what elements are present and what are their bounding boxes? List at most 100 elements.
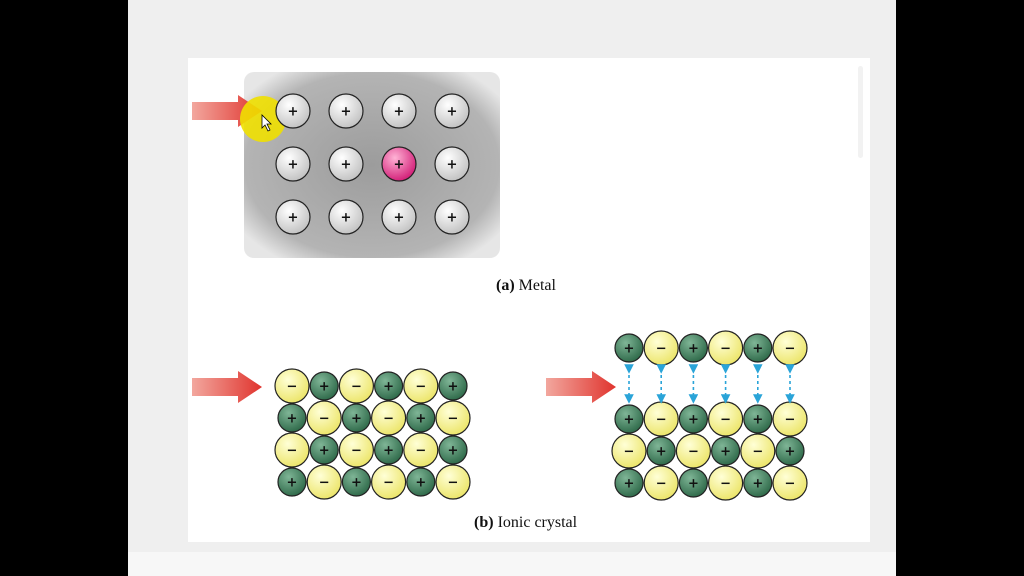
metal-cation: + [435,200,469,234]
anion: − [709,466,743,500]
anion: − [307,465,341,499]
ion-charge-label: − [351,444,362,459]
ion-charge-label: + [415,412,426,427]
ion-charge-label: + [447,211,458,226]
ion-charge-label: − [720,477,731,492]
ion-charge-label: + [394,158,405,173]
metal-cation: + [435,94,469,128]
anion: − [436,401,470,435]
anion: − [644,466,678,500]
ion-charge-label: − [656,413,667,428]
ion-charge-label: + [447,105,458,120]
ion-charge-label: + [752,477,763,492]
caption-metal-text: Metal [519,277,556,294]
cation-shifted: + [615,334,643,362]
ion-charge-label: − [785,413,796,428]
ion-charge-label: − [656,477,667,492]
metal-cation: + [382,200,416,234]
ion-charge-label: + [351,412,362,427]
ion-charge-label: − [319,476,330,491]
ion-charge-label: − [415,444,426,459]
ion-charge-label: + [319,380,330,395]
anion: − [709,402,743,436]
ion-charge-label: + [688,413,699,428]
cation: + [439,436,467,464]
cation: + [744,405,772,433]
ion-charge-label: + [394,105,405,120]
cation: + [278,468,306,496]
ion-charge-label: − [383,412,394,427]
cation: + [375,436,403,464]
metal-cation: + [382,94,416,128]
metal-cation: + [276,200,310,234]
ion-charge-label: − [624,445,635,460]
cation: + [407,404,435,432]
anion: − [404,369,438,403]
cation: + [310,372,338,400]
cation: + [342,468,370,496]
ion-charge-label: + [624,342,635,357]
anion-shifted: − [709,331,743,365]
ion-charge-label: − [448,476,459,491]
ion-charge-label: + [624,413,635,428]
ion-charge-label: + [351,476,362,491]
anion: − [275,369,309,403]
metal-cation: + [329,94,363,128]
anion: − [404,433,438,467]
ion-charge-label: − [752,445,763,460]
cation: + [744,469,772,497]
caption-metal: (a) Metal [496,277,556,295]
anion-shifted: − [773,331,807,365]
anion: − [676,434,710,468]
anion: − [372,465,406,499]
anion: − [339,369,373,403]
anion-shifted: − [644,331,678,365]
anion: − [741,434,775,468]
anion: − [372,401,406,435]
force-arrow-ionic-right [546,371,616,403]
ion-charge-label: + [752,413,763,428]
cation: + [342,404,370,432]
cation: + [647,437,675,465]
ion-charge-label: + [752,342,763,357]
cation: + [776,437,804,465]
cation: + [712,437,740,465]
ion-charge-label: + [447,158,458,173]
metal-cation: + [329,147,363,181]
ion-charge-label: − [287,444,298,459]
ion-charge-label: + [288,211,299,226]
ion-charge-label: + [394,211,405,226]
metal-cation: + [276,147,310,181]
ion-charge-label: + [319,444,330,459]
ion-charge-label: + [341,211,352,226]
ion-charge-label: − [383,476,394,491]
ion-charge-label: − [785,477,796,492]
caption-ionic-text: Ionic crystal [498,514,578,531]
ion-charge-label: + [415,476,426,491]
ion-charge-label: − [351,380,362,395]
ion-charge-label: + [688,477,699,492]
ion-charge-label: − [656,342,667,357]
metal-cation: + [276,94,310,128]
ion-charge-label: + [688,342,699,357]
cation: + [679,469,707,497]
caption-ionic: (b) Ionic crystal [474,514,577,532]
ion-charge-label: + [383,444,394,459]
cation: + [615,469,643,497]
ion-charge-label: − [720,342,731,357]
anion: − [773,466,807,500]
ion-charge-label: + [287,476,298,491]
ion-charge-label: − [287,380,298,395]
ion-charge-label: + [448,444,459,459]
ion-charge-label: + [288,158,299,173]
ion-charge-label: − [720,413,731,428]
ion-charge-label: + [720,445,731,460]
ion-charge-label: + [341,158,352,173]
cation: + [439,372,467,400]
caption-metal-letter: (a) [496,277,515,294]
cation-shifted: + [744,334,772,362]
ion-charge-label: − [688,445,699,460]
cation-shifted: + [679,334,707,362]
displaced-metal-ion: + [382,147,416,181]
anion: − [339,433,373,467]
